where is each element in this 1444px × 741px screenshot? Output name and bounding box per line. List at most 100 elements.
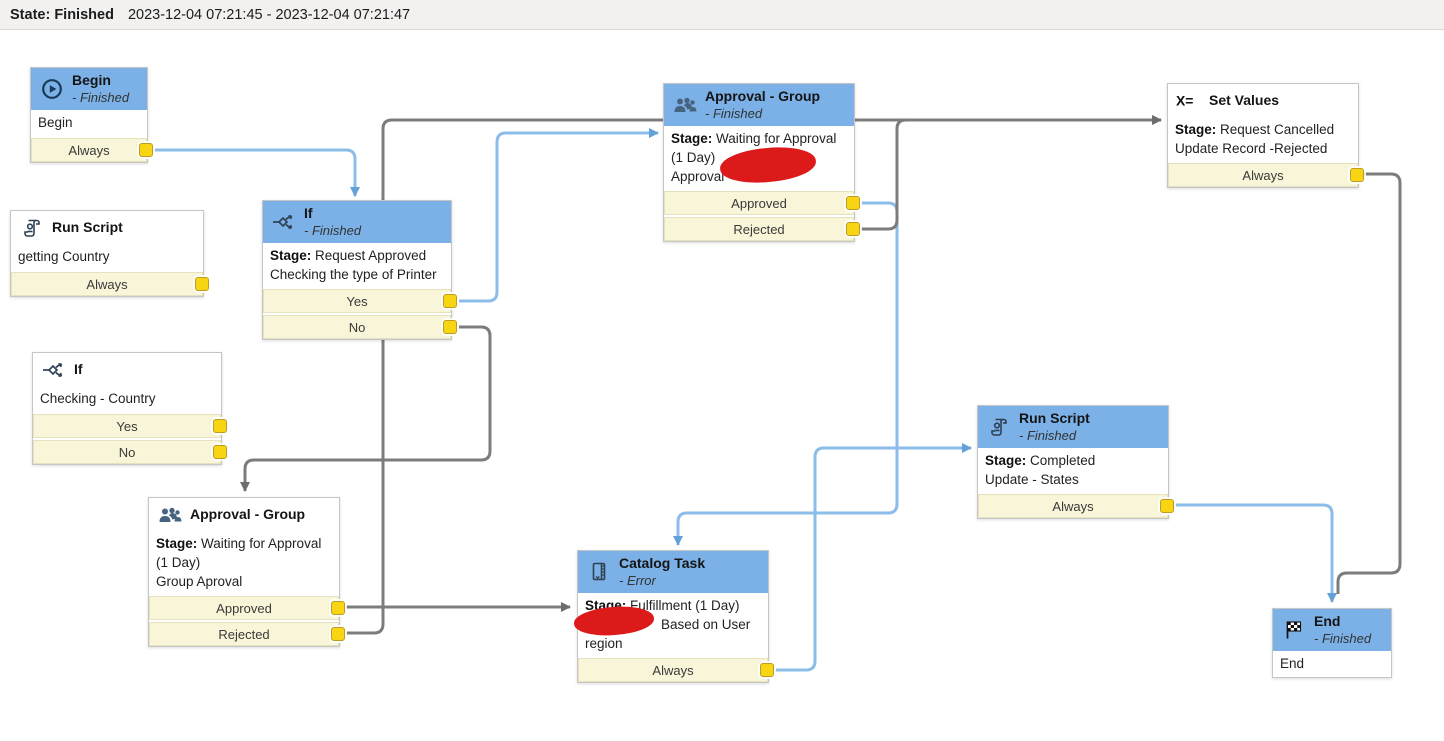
output-port[interactable] bbox=[443, 294, 457, 308]
node-header[interactable]: If- Finished bbox=[263, 201, 451, 243]
result-row-no[interactable]: No bbox=[263, 315, 457, 339]
output-port[interactable] bbox=[1160, 499, 1174, 513]
transition-approval-group-bottom-rejected-to-set-values[interactable] bbox=[346, 115, 1162, 635]
node-title: Approval - Group bbox=[705, 88, 821, 104]
node-title: If bbox=[304, 205, 313, 221]
transition-approval-group-top-rejected-to-set-values[interactable] bbox=[861, 115, 1162, 231]
node-body-line: Begin bbox=[38, 115, 73, 130]
transition-approval-group-top-approved-to-catalog-task[interactable] bbox=[673, 201, 899, 546]
node-header[interactable]: Begin - Finished bbox=[31, 68, 147, 110]
node-state-subtitle: - Error bbox=[619, 573, 656, 588]
transition-set-values-always-to-end[interactable] bbox=[1336, 172, 1402, 594]
node-state-subtitle: - Finished bbox=[1314, 631, 1372, 646]
node-body-line: Stage: Completed bbox=[985, 453, 1096, 468]
node-header[interactable]: Approval - Group bbox=[149, 498, 339, 531]
result-label: Always bbox=[652, 662, 694, 678]
node-body-line: Stage: Request Cancelled bbox=[1175, 122, 1335, 137]
node-body-line: Group Aproval bbox=[156, 574, 243, 589]
node-body-line: Stage: Waiting for Approval (1 Day) bbox=[671, 131, 837, 165]
node-title: Approval - Group bbox=[190, 506, 306, 522]
result-row-always[interactable]: Always bbox=[978, 494, 1174, 518]
status-bar: State: Finished 2023-12-04 07:21:45 - 20… bbox=[0, 0, 1444, 30]
transition-if-printer-no-to-approval-group-bottom[interactable] bbox=[240, 325, 492, 492]
node-header[interactable]: End - Finished bbox=[1273, 609, 1391, 651]
result-label: Yes bbox=[116, 418, 138, 434]
result-label: Rejected bbox=[218, 626, 270, 642]
result-row-yes[interactable]: Yes bbox=[33, 414, 227, 438]
output-port[interactable] bbox=[139, 143, 153, 157]
output-port[interactable] bbox=[331, 601, 345, 615]
result-row-rejected[interactable]: Rejected bbox=[149, 622, 345, 646]
node-state-subtitle: - Finished bbox=[72, 90, 130, 105]
node-title: End bbox=[1314, 613, 1341, 629]
node-body-line: Approval bbox=[671, 169, 725, 184]
set-values-icon: X= bbox=[1176, 93, 1202, 109]
result-label: Always bbox=[1052, 498, 1094, 514]
node-header[interactable]: Catalog Task- Error bbox=[578, 551, 768, 593]
result-label: Approved bbox=[216, 600, 272, 616]
result-row-rejected[interactable]: Rejected bbox=[664, 217, 860, 241]
node-title: Set Values bbox=[1209, 92, 1280, 108]
node-header[interactable]: Run Script- Finished bbox=[978, 406, 1168, 448]
catalog-icon bbox=[586, 561, 612, 583]
workflow-time-range: 2023-12-04 07:21:45 - 2023-12-04 07:21:4… bbox=[127, 6, 411, 23]
result-row-yes[interactable]: Yes bbox=[263, 289, 457, 313]
output-port[interactable] bbox=[331, 627, 345, 641]
output-port[interactable] bbox=[443, 320, 457, 334]
output-port[interactable] bbox=[760, 663, 774, 677]
result-row-always[interactable]: Always bbox=[1168, 163, 1364, 187]
result-row-always[interactable]: Always bbox=[578, 658, 774, 682]
node-title: Begin bbox=[72, 72, 111, 88]
output-port[interactable] bbox=[213, 419, 227, 433]
result-row-approved[interactable]: Approved bbox=[149, 596, 345, 620]
node-body-line: Checking - Country bbox=[40, 391, 156, 406]
result-label: No bbox=[118, 444, 136, 460]
node-header[interactable]: X= Set Values bbox=[1168, 84, 1358, 117]
play-icon bbox=[39, 78, 65, 100]
node-body-line: End bbox=[1280, 656, 1305, 671]
transition-catalog-task-always-to-run-script-right[interactable] bbox=[774, 443, 972, 672]
result-row-always[interactable]: Always bbox=[11, 272, 209, 296]
output-port[interactable] bbox=[846, 196, 860, 210]
transition-if-printer-yes-to-approval-group-top[interactable] bbox=[459, 128, 659, 303]
script-icon bbox=[986, 416, 1012, 438]
node-header[interactable]: Approval - Group - Finished bbox=[664, 84, 854, 126]
svg-text:X=: X= bbox=[1176, 93, 1193, 109]
output-port[interactable] bbox=[1350, 168, 1364, 182]
output-port[interactable] bbox=[846, 222, 860, 236]
transition-begin-always-to-if-printer[interactable] bbox=[152, 148, 360, 197]
result-row-always[interactable]: Always bbox=[31, 138, 153, 162]
node-body-line: Update - States bbox=[985, 472, 1079, 487]
node-header[interactable]: If bbox=[33, 353, 221, 386]
node-body-line: Checking the type of Printer bbox=[270, 267, 437, 282]
output-port[interactable] bbox=[195, 277, 209, 291]
node-body-line: Update Record -Rejected bbox=[1175, 141, 1328, 156]
group-icon bbox=[157, 506, 183, 524]
transition-run-script-right-always-to-end[interactable] bbox=[1174, 503, 1337, 603]
result-label: Always bbox=[1242, 167, 1284, 183]
result-row-approved[interactable]: Approved bbox=[664, 191, 860, 215]
node-body: End bbox=[1273, 651, 1391, 677]
node-state-subtitle: - Finished bbox=[705, 106, 763, 121]
node-body: Checking - Country bbox=[33, 386, 221, 412]
node-header[interactable]: Run Script bbox=[11, 211, 203, 244]
node-title: Run Script bbox=[52, 219, 123, 235]
node-body: Stage: Waiting for Approval (1 Day)Group… bbox=[149, 531, 339, 594]
node-state-subtitle: - Finished bbox=[1019, 428, 1077, 443]
result-row-no[interactable]: No bbox=[33, 440, 227, 464]
result-label: Rejected bbox=[733, 221, 785, 237]
output-port[interactable] bbox=[213, 445, 227, 459]
